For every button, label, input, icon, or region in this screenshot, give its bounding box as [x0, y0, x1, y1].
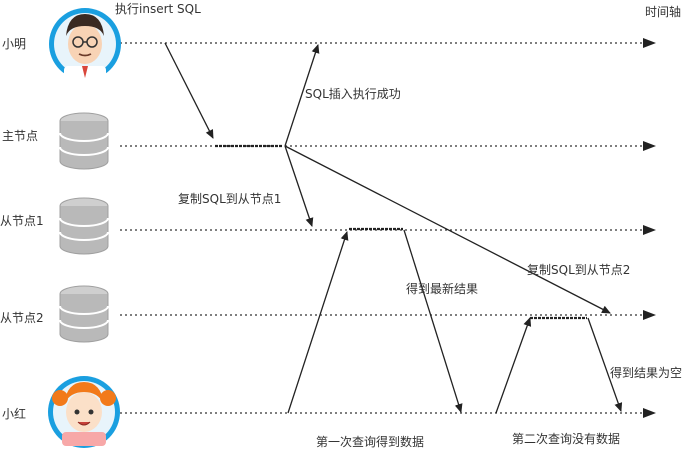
master-database-icon	[59, 112, 109, 170]
annotation-first-query: 第一次查询得到数据	[316, 434, 424, 449]
time-axis-label: 时间轴	[645, 4, 681, 19]
annotation-got-empty: 得到结果为空	[610, 365, 682, 380]
actor-master-label: 主节点	[2, 129, 38, 143]
arrow-slave1-to-xiaohong-result	[403, 229, 463, 413]
annotation-second-query: 第二次查询没有数据	[512, 431, 620, 446]
xiaoming-avatar-icon	[49, 8, 121, 80]
actor-slave2-label: 从节点2	[0, 311, 44, 325]
arrow-master-to-xiaoming-success	[284, 44, 320, 147]
arrow-slave2-to-xiaohong-empty	[587, 317, 623, 412]
arrow-xiaoming-to-master	[164, 42, 214, 139]
xiaohong-avatar-icon	[48, 376, 120, 448]
annotation-execute-insert: 执行insert SQL	[115, 2, 201, 16]
actor-xiaohong-label: 小红	[2, 406, 26, 421]
annotation-got-latest: 得到最新结果	[406, 281, 478, 296]
annotation-insert-success: SQL插入执行成功	[305, 87, 401, 101]
slave1-database-icon	[59, 197, 109, 255]
actor-xiaoming-label: 小明	[2, 37, 26, 51]
annotation-replicate-slave2: 复制SQL到从节点2	[527, 263, 630, 277]
arrow-xiaohong-query1-request	[287, 231, 349, 414]
arrow-master-to-slave2	[284, 145, 611, 314]
actor-slave1-label: 从节点1	[0, 214, 44, 228]
annotation-replicate-slave1: 复制SQL到从节点1	[178, 192, 281, 206]
slave2-database-icon	[59, 285, 109, 343]
arrow-master-to-slave1	[284, 145, 314, 227]
arrow-xiaohong-query2-request	[495, 317, 532, 414]
